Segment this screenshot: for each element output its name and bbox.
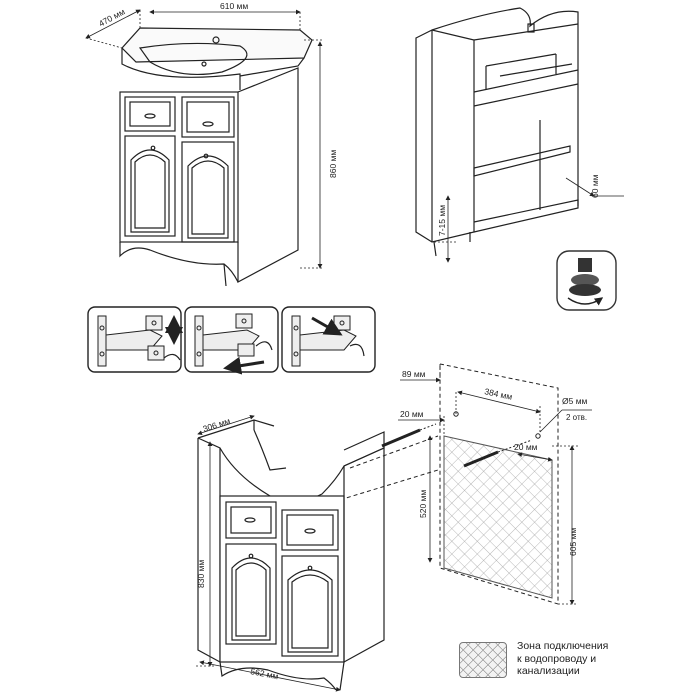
cabinet-without-sink-figure	[197, 419, 385, 691]
wall-mount-scheme	[299, 363, 559, 605]
hinge-step-1	[87, 306, 183, 373]
wall-zone-height-label: 520 мм	[418, 490, 428, 518]
cabinet-frame-figure	[415, 7, 579, 257]
wall-margin-right-label: 20 мм	[514, 442, 538, 452]
legend-line-1: Зона подключения	[517, 640, 609, 652]
connection-zone-legend: Зона подключения к водопроводу и канализ…	[455, 638, 695, 688]
figure1-dimensions	[85, 9, 324, 269]
hinge-step-3	[281, 306, 376, 373]
figure2-leg-adjust-label: 7-15 мм	[437, 205, 447, 236]
wall-hole-diameter-label: Ø5 мм	[562, 396, 588, 406]
legend-line-2: к водопроводу и	[517, 652, 597, 665]
figure2-side-offset-label: 60 мм	[590, 174, 600, 198]
hinge-step-2	[184, 306, 279, 375]
hatched-zone-swatch	[459, 642, 507, 678]
vanity-with-sink-figure	[119, 27, 313, 287]
wall-dimensions	[398, 364, 592, 605]
figure3-depth-label: 306 мм	[202, 416, 232, 434]
wall-margin-left-label: 20 мм	[400, 409, 424, 419]
figure1-depth-label: 470 мм	[97, 6, 127, 28]
figure3-width-label: 562 мм	[250, 666, 280, 681]
figure1-width-label: 610 мм	[220, 1, 248, 11]
figure2-dimensions	[434, 177, 624, 263]
legend-line-3: канализации	[517, 665, 580, 677]
adjustable-foot-icon	[556, 250, 617, 311]
wall-total-height-label: 605 мм	[568, 528, 578, 556]
figure3-dimensions	[196, 414, 341, 692]
wall-hole-count-label: 2 отв.	[566, 413, 587, 422]
figure3-height-label: 830 мм	[196, 560, 206, 588]
legend-text: Зона подключения к водопроводу и канализ…	[517, 640, 608, 678]
wall-offset-left-label: 89 мм	[402, 369, 426, 379]
figure1-height-label: 860 мм	[328, 150, 338, 178]
